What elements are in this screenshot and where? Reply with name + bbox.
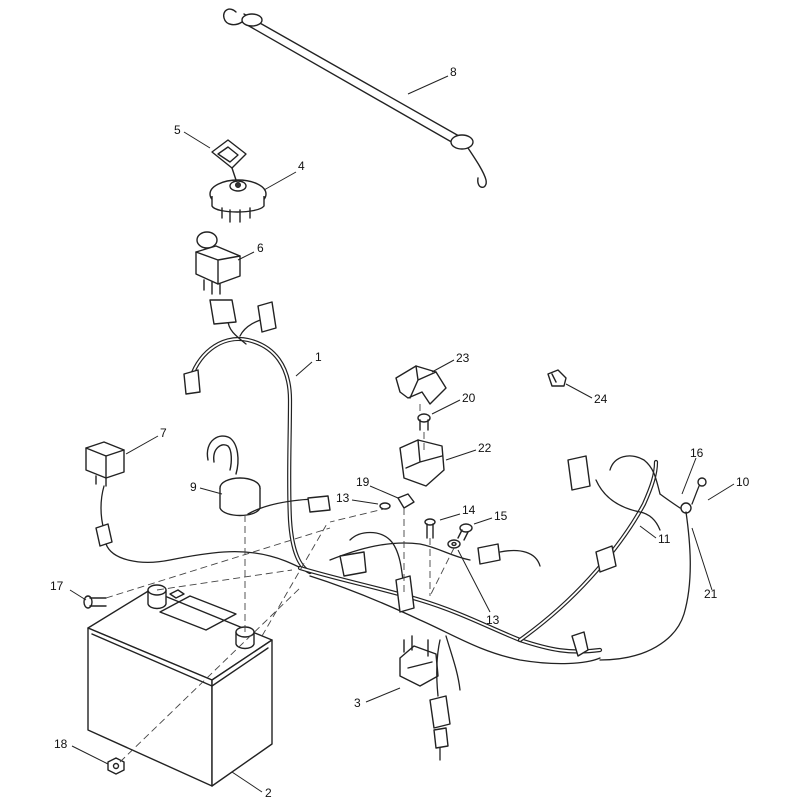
ignition-switch-part <box>209 179 267 223</box>
clamp-part-19 <box>397 493 415 509</box>
washer-parts-13 <box>379 502 461 549</box>
callout-14: 14 <box>462 503 476 517</box>
assembly-guide-lines <box>105 404 455 763</box>
callout-11: 11 <box>658 532 671 546</box>
callout-20: 20 <box>462 391 476 405</box>
callout-15: 15 <box>494 509 508 523</box>
wire-harness-part <box>95 299 707 761</box>
callout-3: 3 <box>354 696 361 710</box>
battery-part <box>87 584 273 787</box>
callout-6: 6 <box>257 241 264 255</box>
relay-part <box>85 441 125 487</box>
callout-leader-lines <box>69 75 735 793</box>
callout-numbers: 1 2 3 4 5 6 7 8 9 10 11 13 13 14 15 16 1… <box>50 65 750 800</box>
callout-5: 5 <box>174 123 181 137</box>
callout-16: 16 <box>690 446 704 460</box>
callout-21: 21 <box>704 587 718 601</box>
callout-24: 24 <box>594 392 608 406</box>
callout-17: 17 <box>50 579 64 593</box>
callout-2: 2 <box>265 786 272 800</box>
callout-22: 22 <box>478 441 492 455</box>
callout-19: 19 <box>356 475 370 489</box>
fuse-holder-part <box>206 435 261 517</box>
callout-9: 9 <box>190 480 197 494</box>
bolt-part-15 <box>457 523 473 541</box>
cover-part <box>395 365 447 405</box>
hanger-strap-part <box>222 8 487 188</box>
solenoid-part <box>399 635 439 687</box>
callout-18: 18 <box>54 737 68 751</box>
callout-7: 7 <box>160 426 167 440</box>
callout-1: 1 <box>315 350 322 364</box>
ignition-key-part <box>211 139 247 181</box>
holder-part <box>399 439 445 487</box>
callout-13b: 13 <box>486 613 500 627</box>
callout-4: 4 <box>298 159 305 173</box>
callout-13a: 13 <box>336 491 350 505</box>
callout-10: 10 <box>736 475 750 489</box>
screw-part-20 <box>417 413 431 431</box>
callout-23: 23 <box>456 351 470 365</box>
bolt-part-14 <box>424 518 436 539</box>
bolt-part-17 <box>83 595 107 609</box>
pto-switch-part <box>195 231 241 295</box>
callout-8: 8 <box>450 65 457 79</box>
clip-part-24 <box>547 369 567 387</box>
